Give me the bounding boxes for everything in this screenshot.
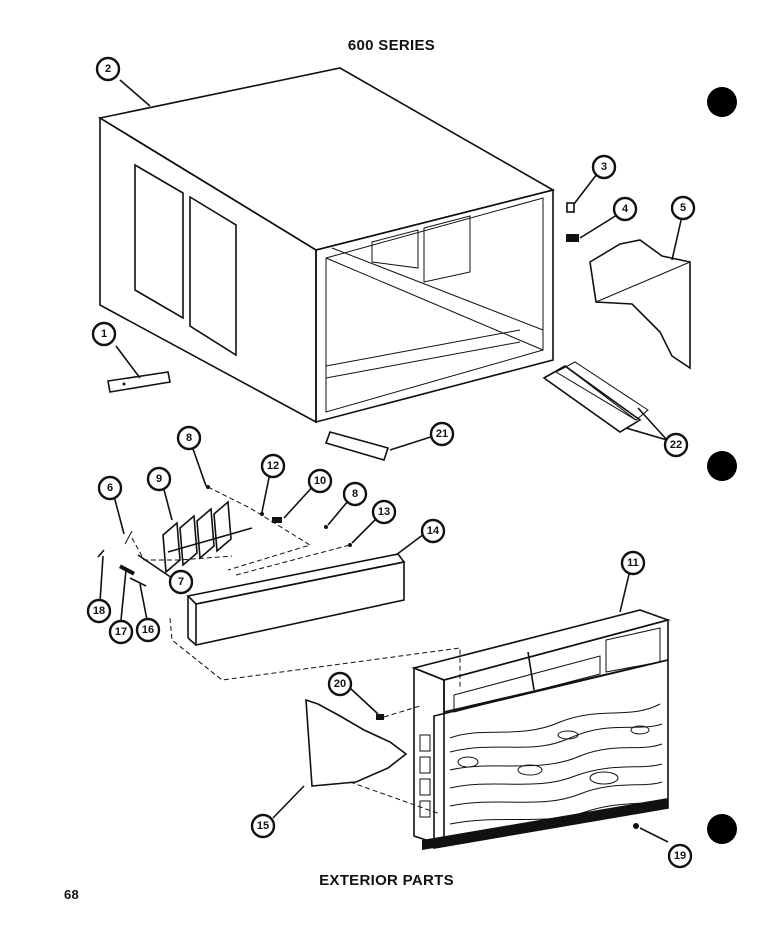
diagram-title: 600 SERIES <box>347 37 436 54</box>
callout-5: 5 <box>670 195 696 221</box>
svg-text:5: 5 <box>680 202 686 214</box>
callout-8-upper: 8 <box>176 425 202 451</box>
callout-4: 4 <box>612 196 638 222</box>
svg-text:8: 8 <box>186 432 192 444</box>
svg-text:17: 17 <box>115 626 127 638</box>
callout-17: 17 <box>108 619 134 645</box>
svg-text:9: 9 <box>156 473 162 485</box>
filter-part-15 <box>305 698 408 787</box>
svg-text:16: 16 <box>142 624 154 636</box>
callout-16: 16 <box>135 617 161 643</box>
callout-9: 9 <box>146 466 172 492</box>
svg-text:18: 18 <box>93 605 105 617</box>
svg-text:19: 19 <box>674 850 686 862</box>
callout-10: 10 <box>307 468 333 494</box>
callout-19: 19 <box>667 843 693 869</box>
page-number: 68 <box>64 887 80 902</box>
punch-hole-middle <box>707 451 737 481</box>
callout-7: 7 <box>168 569 194 595</box>
bracket-part-1 <box>107 371 171 393</box>
svg-text:13: 13 <box>378 506 390 518</box>
support-rails-part-22 <box>542 361 649 433</box>
svg-text:15: 15 <box>257 820 269 832</box>
svg-text:11: 11 <box>627 557 639 569</box>
svg-text:21: 21 <box>436 428 448 440</box>
punch-hole-top <box>707 87 737 117</box>
bracket-hole <box>122 382 126 386</box>
callout-1: 1 <box>91 321 117 347</box>
callout-18: 18 <box>86 598 112 624</box>
callout-13: 13 <box>371 499 397 525</box>
cabinet-rear-louvers <box>371 215 471 283</box>
svg-text:22: 22 <box>670 439 682 451</box>
callout-22: 22 <box>663 432 689 458</box>
svg-text:6: 6 <box>107 482 113 494</box>
svg-text:12: 12 <box>267 460 279 472</box>
assembly-lines <box>131 486 461 815</box>
svg-text:7: 7 <box>178 576 184 588</box>
callout-21: 21 <box>429 421 455 447</box>
clip-part-4 <box>566 234 579 242</box>
cabinet-outer-case <box>97 67 556 424</box>
svg-text:10: 10 <box>314 475 326 487</box>
callout-11: 11 <box>620 550 646 576</box>
callout-3: 3 <box>591 154 617 180</box>
front-panel-part-11 <box>411 609 671 850</box>
callout-12: 12 <box>260 453 286 479</box>
clip-part-3 <box>566 202 575 213</box>
callout-20: 20 <box>327 671 353 697</box>
drain-strip-part-21 <box>324 431 390 461</box>
callout-6: 6 <box>97 475 123 501</box>
svg-text:20: 20 <box>334 678 346 690</box>
svg-text:3: 3 <box>601 161 607 173</box>
svg-text:1: 1 <box>101 328 107 340</box>
screws <box>376 714 639 829</box>
svg-text:14: 14 <box>427 525 440 537</box>
svg-text:8: 8 <box>352 488 358 500</box>
punch-hole-bottom <box>707 814 737 844</box>
insulation-panel-part-5 <box>589 239 691 370</box>
svg-text:4: 4 <box>622 203 629 215</box>
air-deflector-vanes-part-9 <box>162 500 253 574</box>
diagram-caption: EXTERIOR PARTS <box>319 872 454 889</box>
discharge-grille-part-14 <box>186 553 406 646</box>
callout-2: 2 <box>95 56 121 82</box>
leader-lines <box>99 79 683 843</box>
callout-8-lower: 8 <box>342 481 368 507</box>
callout-14: 14 <box>420 518 446 544</box>
cabinet-side-louvers <box>134 163 237 357</box>
callout-15: 15 <box>250 813 276 839</box>
svg-text:2: 2 <box>105 63 111 75</box>
